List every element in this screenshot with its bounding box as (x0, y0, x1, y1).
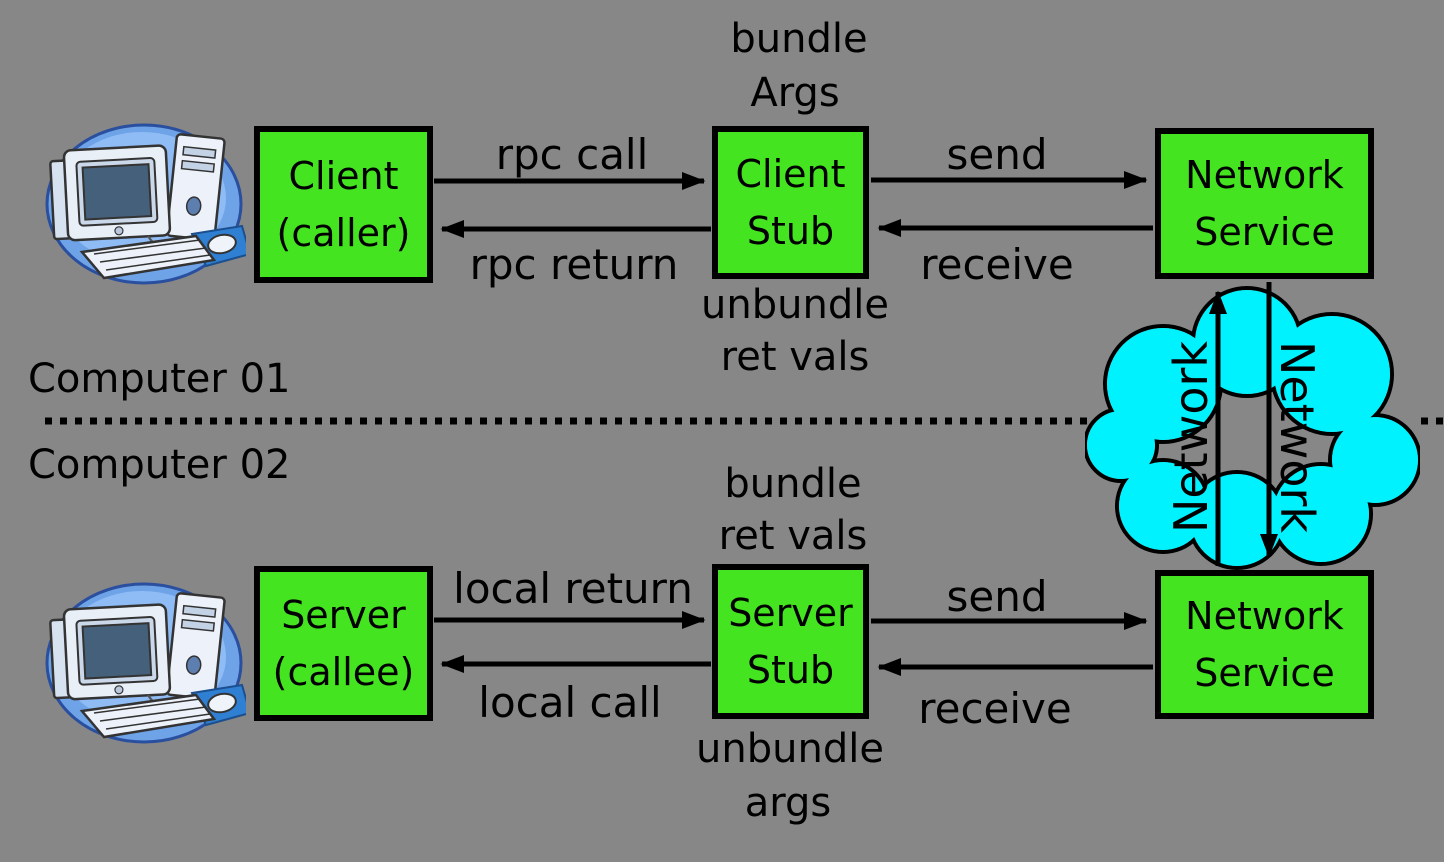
network-label-down: Network (1270, 340, 1324, 534)
computer-01-label: Computer 01 (28, 356, 291, 402)
unbundle-retvals-note-line1: unbundle (701, 282, 889, 328)
client-stub-line1: Client (735, 151, 846, 196)
network-label-up: Network (1164, 340, 1218, 534)
unbundle-args-note-line2: args (744, 780, 832, 826)
network-service-bottom-line2: Service (1194, 650, 1335, 695)
client-box: Client (caller) (254, 126, 433, 283)
computer-02-label: Computer 02 (28, 442, 291, 488)
rpc-call-label: rpc call (495, 130, 649, 179)
client-computer-icon (45, 123, 246, 285)
keyboard-icon (79, 234, 217, 280)
bundle-args-note-line1: bundle (730, 16, 868, 62)
monitor-icon (49, 144, 172, 242)
receive-label-bottom: receive (918, 684, 1072, 733)
mouse-icon (207, 233, 237, 255)
unbundle-args-note-line1: unbundle (696, 726, 884, 772)
unbundle-retvals-note-line2: ret vals (720, 334, 870, 380)
tower-icon (165, 133, 226, 242)
network-service-top-line2: Service (1194, 209, 1335, 254)
receive-label-top: receive (920, 240, 1074, 289)
server-box-line2: (callee) (272, 649, 415, 694)
bundle-retvals-note-line2: ret vals (718, 513, 868, 559)
network-service-box-bottom: Network Service (1155, 570, 1374, 719)
client-box-line1: Client (288, 153, 399, 198)
server-stub-line1: Server (728, 590, 853, 635)
server-box-line1: Server (281, 592, 406, 637)
network-service-bottom-line1: Network (1185, 593, 1344, 638)
bundle-retvals-note-line1: bundle (724, 461, 862, 507)
send-label-bottom: send (946, 572, 1048, 621)
network-service-box-top: Network Service (1155, 128, 1374, 279)
rpc-return-label: rpc return (469, 240, 679, 289)
local-call-label: local call (478, 678, 662, 727)
server-stub-box: Server Stub (712, 564, 869, 719)
local-return-label: local return (453, 564, 693, 613)
client-stub-line2: Stub (746, 208, 835, 253)
bundle-args-note-line2: Args (750, 70, 840, 116)
server-stub-line2: Stub (746, 647, 835, 692)
network-cloud-icon (1085, 286, 1420, 570)
send-label-top: send (946, 130, 1048, 179)
client-stub-box: Client Stub (712, 126, 869, 279)
server-box: Server (callee) (254, 566, 433, 721)
network-service-top-line1: Network (1185, 152, 1344, 197)
client-box-line2: (caller) (276, 210, 411, 255)
server-computer-icon (45, 582, 246, 744)
